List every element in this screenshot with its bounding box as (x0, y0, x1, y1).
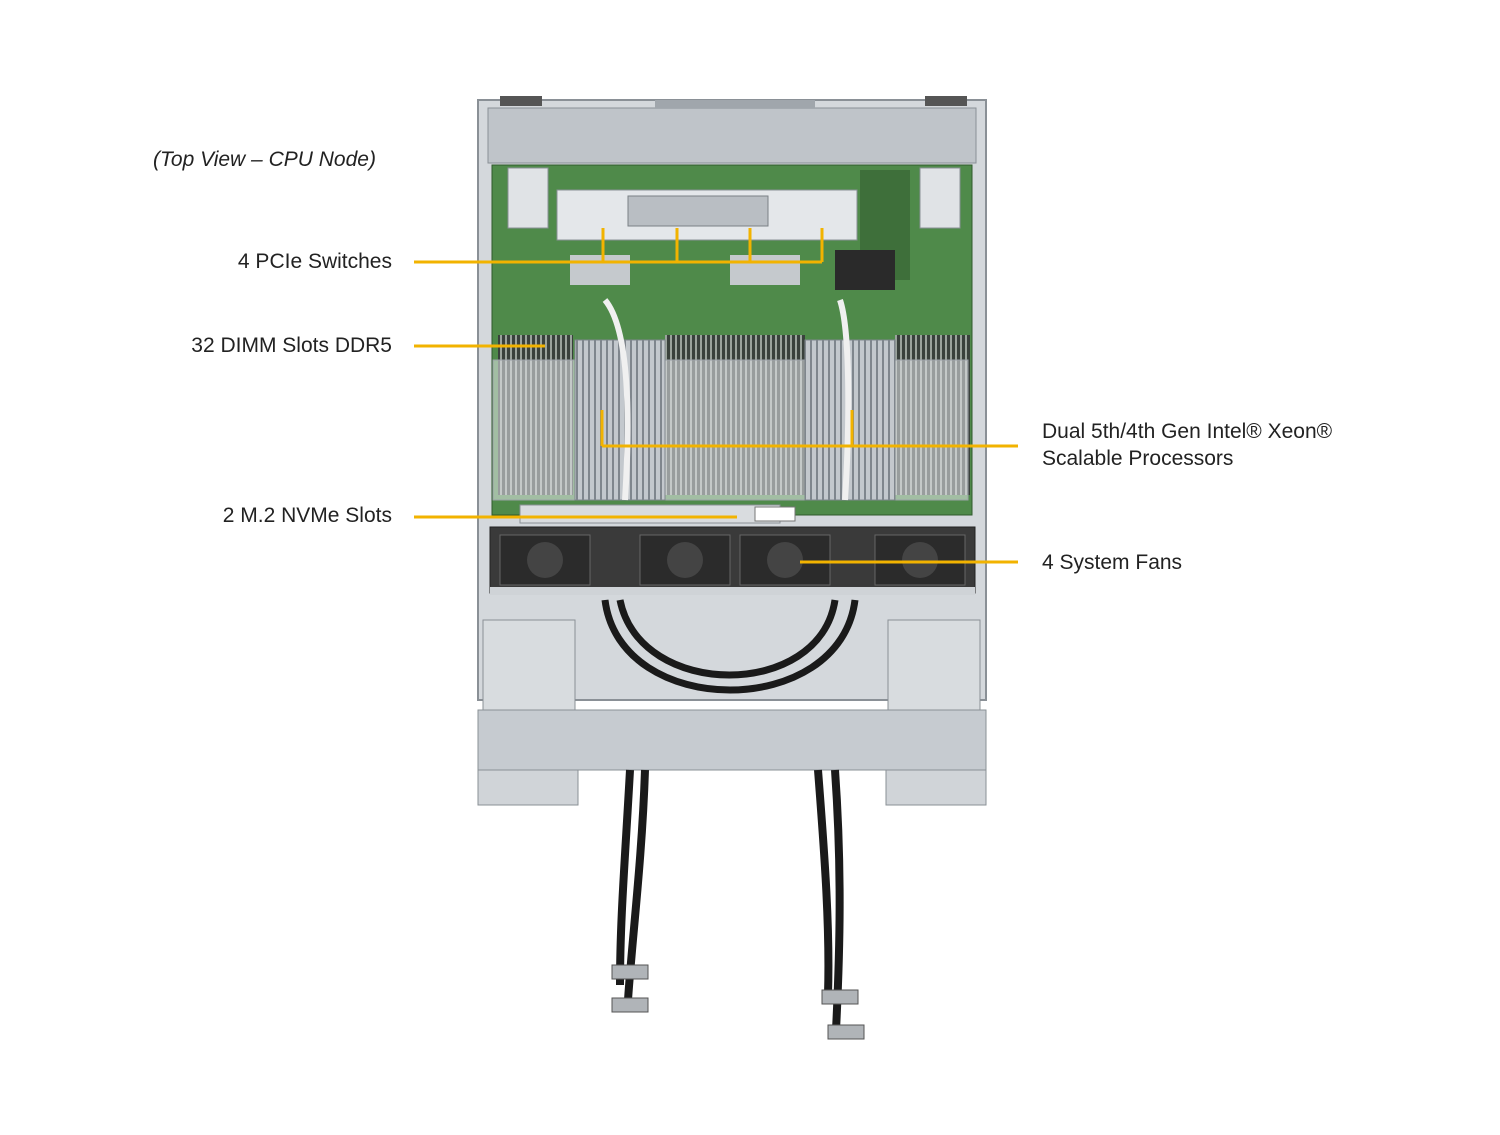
diagram-caption: (Top View – CPU Node) (153, 148, 376, 171)
m2-slots-label: 2 M.2 NVMe Slots (222, 504, 392, 527)
system-fans-label: 4 System Fans (1042, 551, 1183, 574)
cpu-label: Dual 5th/4th Gen Intel® Xeon® Scalable P… (1042, 418, 1332, 472)
rear-compartment (477, 599, 987, 806)
pcie-switch-bracket (507, 167, 961, 290)
cpu-label-line2: Scalable Processors (1042, 447, 1234, 470)
cpu-callout-line (600, 410, 1018, 448)
cooling-hoses (611, 769, 865, 1040)
pcie-switches-label: 4 PCIe Switches (237, 250, 392, 273)
system-fans (489, 526, 976, 595)
callout-lines (414, 228, 1018, 564)
pcie-callout-line (414, 228, 824, 264)
m2-slot-area (519, 504, 796, 524)
dimm-slots-label: 32 DIMM Slots DDR5 (191, 334, 392, 357)
cpu-label-line1: Dual 5th/4th Gen Intel® Xeon® (1042, 420, 1333, 443)
cpu-heatsinks (492, 298, 969, 501)
